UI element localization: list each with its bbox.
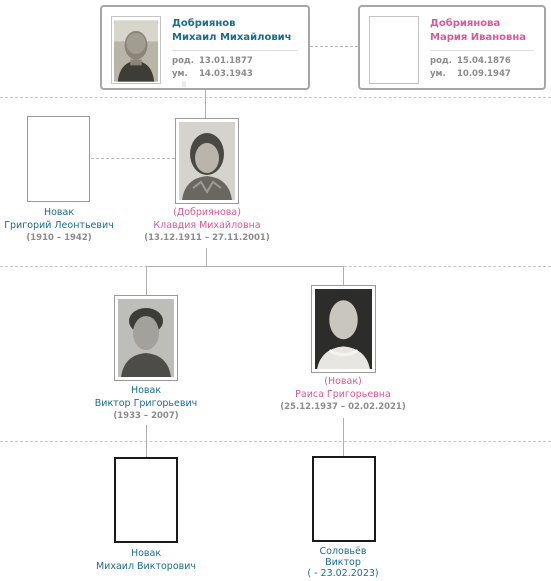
grandson-right-photo-placeholder[interactable] xyxy=(312,456,376,542)
person-card-mother[interactable]: Добриянова Мария Ивановна род. 15.04.1876… xyxy=(358,5,546,90)
mother-given: Мария Ивановна xyxy=(430,32,526,43)
father-surname: Добриянов xyxy=(172,18,236,29)
generation-separator-1 xyxy=(0,97,551,98)
mother-name: Добриянова Мария Ивановна xyxy=(430,17,526,45)
main-person-label[interactable]: (Добриянова) Клавдия Михайловна (13.12.1… xyxy=(127,207,287,245)
connector-daughter-to-grandson xyxy=(343,418,344,456)
mother-born: 15.04.1876 xyxy=(457,56,511,66)
mother-died-row: ум. 10.09.1947 xyxy=(430,69,511,79)
mother-photo-placeholder xyxy=(369,16,419,84)
son-surname: Новак xyxy=(130,385,162,396)
grandson-left-surname: Новак xyxy=(130,548,162,559)
daughter-given: Раиса Григорьевна xyxy=(295,388,391,400)
father-given: Михаил Михайлович xyxy=(172,32,292,43)
daughter-dates: (25.12.1937 – 02.02.2021) xyxy=(280,402,406,412)
daughter-photo[interactable] xyxy=(311,285,376,373)
grandson-right-surname: Соловьёв xyxy=(319,546,367,557)
son-photo[interactable] xyxy=(114,295,178,381)
died-label: ум. xyxy=(430,69,446,79)
son-dates: (1933 – 2007) xyxy=(113,411,179,421)
spouse-connector-top xyxy=(310,46,358,47)
connector-to-daughter xyxy=(343,266,344,286)
grandson-right-given: Виктор xyxy=(325,557,361,568)
spouse-surname: Новак xyxy=(43,207,75,218)
connector-children-bar xyxy=(146,266,344,267)
born-label: род. xyxy=(172,56,195,66)
son-given: Виктор Григорьевич xyxy=(94,397,198,409)
main-person-maiden: (Добриянова) xyxy=(173,207,241,218)
connector-son-to-grandson xyxy=(146,425,147,458)
grandson-left-photo-placeholder[interactable] xyxy=(114,457,178,543)
born-label: род. xyxy=(430,56,453,66)
spouse-given: Григорий Леонтьевич xyxy=(4,219,114,231)
grandson-left-label[interactable]: Новак Михаил Викторович xyxy=(66,548,226,573)
main-person-given: Клавдия Михайловна xyxy=(153,219,261,231)
grandson-left-given: Михаил Викторович xyxy=(95,560,197,572)
died-label: ум. xyxy=(172,69,188,79)
daughter-label[interactable]: (Новак) Раиса Григорьевна (25.12.1937 – … xyxy=(263,376,423,414)
main-person-dates: (13.12.1911 – 27.11.2001) xyxy=(144,233,270,243)
father-photo xyxy=(111,16,161,84)
spouse-connector-gen2 xyxy=(91,158,175,159)
person-card-father[interactable]: Добриянов Михаил Михайлович род. 13.01.18… xyxy=(100,5,310,90)
faint-mark: ll xyxy=(182,81,186,89)
portrait-icon xyxy=(118,299,174,377)
father-name: Добриянов Михаил Михайлович xyxy=(172,17,292,45)
father-died-row: ум. 14.03.1943 xyxy=(172,69,253,79)
grandson-right-dates: ( - 23.02.2023) xyxy=(307,568,379,579)
father-born-row: род. 13.01.1877 xyxy=(172,56,253,66)
portrait-icon xyxy=(114,20,158,82)
daughter-maiden: (Новак) xyxy=(324,376,362,387)
mother-surname: Добриянова xyxy=(430,18,501,29)
mother-died: 10.09.1947 xyxy=(457,69,511,79)
generation-separator-3 xyxy=(0,441,551,442)
mother-born-row: род. 15.04.1876 xyxy=(430,56,511,66)
connector-father-to-child xyxy=(205,90,206,118)
son-label[interactable]: Новак Виктор Григорьевич (1933 – 2007) xyxy=(66,385,226,423)
connector-parent-down xyxy=(206,248,207,267)
spouse-dates: (1910 – 1942) xyxy=(26,233,92,243)
main-person-photo[interactable] xyxy=(175,118,239,204)
father-born: 13.01.1877 xyxy=(199,56,253,66)
portrait-icon xyxy=(315,289,372,369)
portrait-icon xyxy=(179,122,235,200)
spouse-label[interactable]: Новак Григорий Леонтьевич (1910 – 1942) xyxy=(0,207,139,245)
father-card-divider xyxy=(172,50,298,51)
father-died: 14.03.1943 xyxy=(199,69,253,79)
connector-to-son xyxy=(146,266,147,295)
mother-card-divider xyxy=(430,50,534,51)
grandson-right-label[interactable]: Соловьёв Виктор ( - 23.02.2023) xyxy=(263,546,423,579)
spouse-photo-placeholder[interactable] xyxy=(27,116,90,202)
